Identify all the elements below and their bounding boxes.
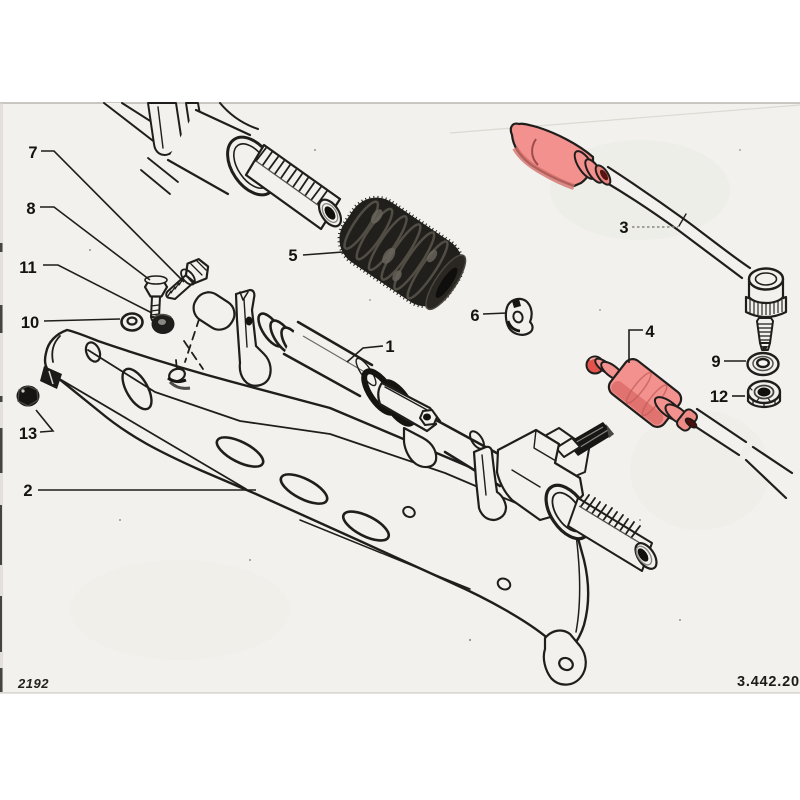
callout-number: 3 [619,219,628,237]
callout-number: 13 [19,425,37,443]
callout-number: 12 [710,388,728,406]
callout-5: 5 [288,247,344,265]
callout-leader-line [43,318,121,322]
callout-8: 8 [26,200,151,281]
callout-leader-line [41,150,185,283]
part-10-washer [120,312,144,332]
part-11-bushing [151,313,175,334]
callout-number: 1 [385,338,394,356]
part-4-inner-tie-rod [585,355,794,500]
callout-number: 6 [470,307,479,325]
callout-leader-line [302,251,344,256]
callout-leader-line [346,345,384,363]
callout-3: 3 [619,219,678,237]
callout-13: 13 [19,409,55,443]
part-7-bolt [165,258,210,300]
callout-number: 4 [645,323,655,341]
callout-leader-line [43,264,153,314]
part-3-outer-tie-rod [509,122,788,351]
callout-1: 1 [346,338,395,363]
callout-11: 11 [19,259,153,314]
upper-steering-gear [103,102,343,231]
callout-number: 9 [711,353,720,371]
callout-number: 10 [21,314,39,332]
callout-number: 5 [288,247,297,265]
part-6-clip [504,297,534,336]
callout-number: 8 [26,200,35,218]
callout-number: 11 [19,259,36,277]
part-5-rack-bellows [337,195,467,311]
callout-number: 2 [23,482,32,500]
part-13-nut [16,385,40,407]
callout-leader-line [40,206,151,281]
part-1-steering-rack-assembly [167,288,658,572]
callout-4: 4 [628,323,655,363]
part-9-washer [746,351,780,377]
callout-6: 6 [470,307,508,325]
plate-number-left: 2192 [17,676,49,691]
callout-9: 9 [711,353,746,371]
part-3-ball-joint-end [744,267,788,351]
callout-12: 12 [710,388,745,406]
callout-2: 2 [23,482,256,500]
callout-leader-line [482,312,508,315]
callout-10: 10 [21,314,121,332]
plate-number-right: 3.442.20 [737,674,800,690]
callout-leader-line [35,409,55,433]
callout-leader-line [628,329,643,363]
part-2-subframe-crossmember [40,328,590,686]
part-12-nut [746,379,782,409]
callout-7: 7 [28,144,185,283]
callout-number: 7 [28,144,37,162]
